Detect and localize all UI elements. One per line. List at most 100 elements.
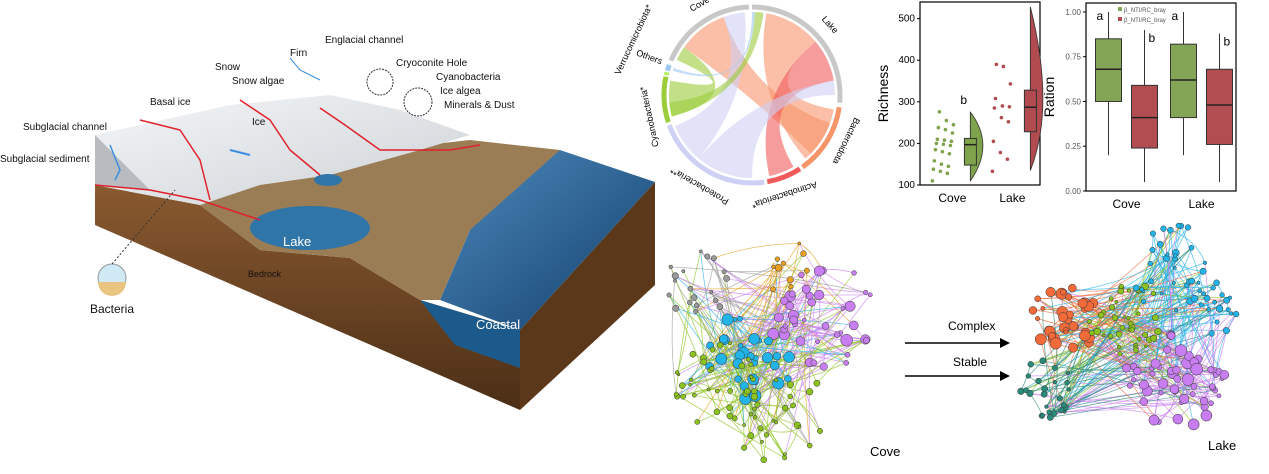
network-node bbox=[688, 382, 692, 387]
network-node bbox=[817, 428, 823, 434]
legend-label: β_NTI/RC_bray bbox=[1124, 18, 1166, 24]
network-node bbox=[800, 250, 807, 257]
network-node bbox=[748, 412, 754, 417]
network-node bbox=[704, 253, 711, 260]
box bbox=[1170, 43, 1197, 119]
network-node bbox=[1068, 321, 1079, 331]
network-node bbox=[1215, 304, 1224, 313]
network-edge bbox=[1129, 385, 1220, 398]
network-node bbox=[806, 388, 814, 396]
label-bacteria: Bacteria bbox=[90, 302, 134, 316]
network-node bbox=[1141, 331, 1149, 338]
data-point bbox=[1000, 104, 1005, 108]
chord-segment bbox=[663, 71, 670, 76]
y-tick-label: 0.75 bbox=[1065, 53, 1081, 62]
englacial-channel-line bbox=[239, 99, 321, 176]
network-edge bbox=[1136, 227, 1189, 372]
network-node bbox=[1046, 413, 1054, 421]
network-node bbox=[1035, 377, 1042, 385]
network-node bbox=[1066, 387, 1071, 392]
data-point bbox=[992, 106, 997, 110]
y-tick-label: 0.00 bbox=[1065, 187, 1081, 196]
network-edge bbox=[708, 295, 791, 390]
network-node bbox=[773, 420, 779, 425]
network-node bbox=[752, 415, 758, 420]
network-node bbox=[745, 356, 751, 362]
network-edge bbox=[696, 305, 756, 418]
network-node bbox=[689, 377, 694, 382]
network-edge bbox=[710, 291, 756, 418]
network-edge bbox=[1042, 308, 1055, 414]
label-ice-algea: Ice algea bbox=[440, 86, 481, 97]
network-node bbox=[673, 391, 679, 397]
network-node bbox=[1189, 391, 1196, 397]
ice-surface bbox=[95, 95, 470, 205]
network-node bbox=[727, 388, 734, 394]
network-node bbox=[1197, 288, 1203, 293]
network-node bbox=[813, 265, 825, 277]
richness-chart: 100200300400500RichnessCoveLakeba bbox=[875, 0, 1044, 205]
data-point bbox=[932, 159, 937, 163]
network-edge bbox=[1066, 345, 1136, 384]
chord-segment bbox=[766, 166, 802, 185]
network-node bbox=[1117, 287, 1125, 295]
network-node bbox=[773, 377, 779, 383]
network-node bbox=[1149, 370, 1156, 377]
network-node bbox=[760, 439, 764, 444]
network-node bbox=[843, 360, 850, 366]
network-node bbox=[833, 331, 841, 338]
network-node bbox=[1171, 280, 1176, 285]
network-node bbox=[848, 320, 859, 331]
network-node bbox=[1126, 288, 1131, 293]
significance-letter: a bbox=[1097, 9, 1104, 23]
network-node bbox=[851, 270, 857, 276]
network-edge bbox=[775, 263, 784, 357]
legend-label: β_NTI/RC_bray bbox=[1124, 8, 1166, 14]
significance-letter: b bbox=[960, 93, 967, 107]
right-soil-face bbox=[520, 182, 655, 410]
network-node bbox=[748, 361, 754, 367]
network-node bbox=[1200, 409, 1213, 422]
box bbox=[1023, 89, 1037, 133]
network-node bbox=[1040, 390, 1048, 398]
data-point bbox=[1001, 64, 1006, 69]
network-edge bbox=[1044, 369, 1177, 390]
network-edge bbox=[682, 339, 866, 386]
network-node bbox=[1109, 304, 1116, 311]
network-node bbox=[1209, 383, 1216, 390]
network-node bbox=[1190, 294, 1199, 303]
network-node bbox=[797, 425, 802, 429]
network-edge bbox=[754, 332, 841, 392]
network-node bbox=[772, 352, 782, 361]
network-node bbox=[1150, 358, 1161, 369]
data-point bbox=[948, 143, 953, 148]
network-node bbox=[713, 408, 721, 416]
network-node bbox=[1172, 413, 1184, 425]
network-node bbox=[790, 402, 796, 409]
chord-ribbon bbox=[675, 12, 746, 159]
network-node bbox=[1149, 230, 1156, 237]
x-tick-label: Cove bbox=[1112, 197, 1140, 211]
meltwater-line bbox=[289, 57, 321, 81]
network-node bbox=[797, 241, 802, 246]
network-node bbox=[712, 297, 719, 304]
data-point bbox=[933, 147, 938, 152]
network-node bbox=[1184, 224, 1192, 231]
network-node bbox=[1147, 260, 1153, 267]
network-node bbox=[1116, 344, 1122, 350]
network-node bbox=[1219, 292, 1225, 298]
network-node bbox=[1068, 283, 1077, 293]
network-node bbox=[709, 346, 716, 353]
network-node bbox=[1065, 370, 1070, 376]
network-node bbox=[780, 296, 789, 305]
network-node bbox=[1058, 406, 1065, 414]
data-point bbox=[990, 169, 995, 174]
data-point bbox=[943, 127, 948, 132]
data-point bbox=[944, 118, 949, 123]
network-node bbox=[689, 350, 697, 358]
network-edge bbox=[1172, 281, 1190, 374]
network-node bbox=[761, 352, 774, 364]
network-node bbox=[1196, 280, 1201, 285]
chord-label: Cove bbox=[688, 0, 711, 14]
network-node bbox=[813, 289, 825, 301]
